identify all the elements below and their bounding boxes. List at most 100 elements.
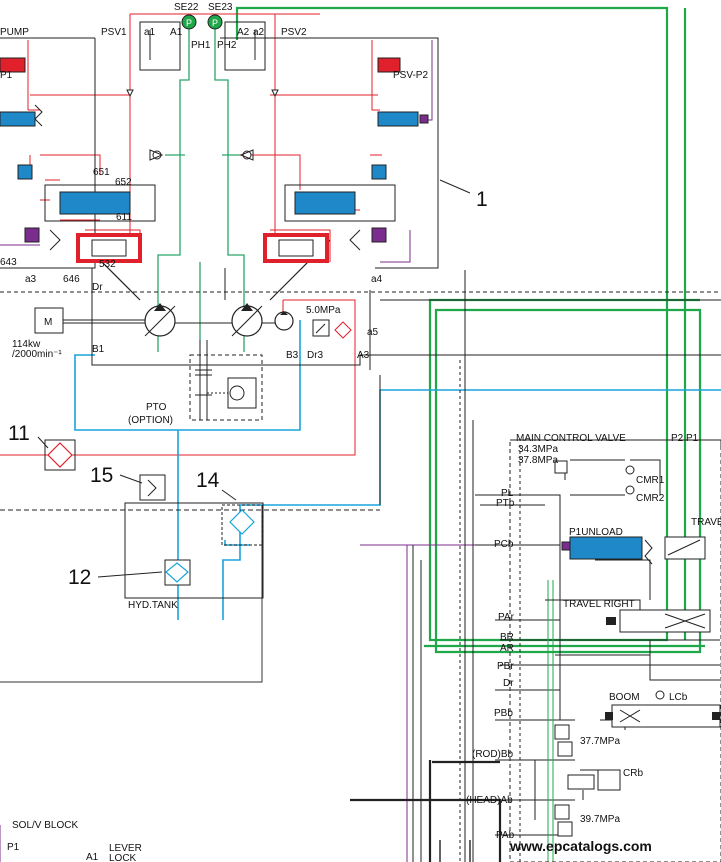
svg-text:PBr: PBr xyxy=(497,661,514,672)
svg-text:AR: AR xyxy=(500,643,514,654)
svg-text:a1: a1 xyxy=(144,27,156,38)
signal-lines-purple xyxy=(0,40,540,862)
sol-block-labels: SOL/V BLOCK P1 A1 LEVER LOCK xyxy=(7,820,142,862)
svg-text:PCb: PCb xyxy=(494,539,514,550)
svg-text:BR: BR xyxy=(500,632,514,643)
svg-text:Dr3: Dr3 xyxy=(307,350,324,361)
svg-text:SOL/V BLOCK: SOL/V BLOCK xyxy=(12,820,78,831)
svg-text:LEVER: LEVER xyxy=(109,843,142,854)
svg-text:a4: a4 xyxy=(371,274,383,285)
svg-text:SE22: SE22 xyxy=(174,2,199,13)
svg-text:PUMP: PUMP xyxy=(0,27,29,38)
svg-text:11: 11 xyxy=(8,422,30,445)
left-regulator xyxy=(0,57,156,263)
svg-text:PTO: PTO xyxy=(146,402,167,413)
svg-text:TRAVEL RIGHT: TRAVEL RIGHT xyxy=(563,599,635,610)
right-regulator xyxy=(263,57,429,263)
svg-text:TRAVEL PRIOR: TRAVEL PRIOR xyxy=(691,517,721,528)
mcv-check-valves xyxy=(554,460,665,837)
svg-text:611: 611 xyxy=(116,212,132,223)
p1-unload-spool xyxy=(561,536,653,565)
svg-text:37.7MPa: 37.7MPa xyxy=(580,736,620,747)
reference-arrows xyxy=(37,179,471,578)
check-valves xyxy=(126,89,279,161)
svg-text:PH1: PH1 xyxy=(191,40,211,51)
svg-text:SE23: SE23 xyxy=(208,2,233,13)
svg-text:37.8MPa: 37.8MPa xyxy=(518,455,558,466)
svg-text:PAr: PAr xyxy=(498,612,515,623)
mcv-labels: MAIN CONTROL VALVE 34.3MPa 37.8MPa P2 P1… xyxy=(466,433,721,841)
svg-text:39.7MPa: 39.7MPa xyxy=(580,814,620,825)
travel-priority-valve xyxy=(664,536,706,560)
svg-text:Dr: Dr xyxy=(92,282,103,293)
svg-text:MAIN CONTROL VALVE: MAIN CONTROL VALVE xyxy=(516,433,626,444)
svg-text:PSV-P2: PSV-P2 xyxy=(393,70,428,81)
watermark: www.epcatalogs.com xyxy=(509,838,652,854)
svg-text:BOOM: BOOM xyxy=(609,692,640,703)
svg-text:12: 12 xyxy=(68,566,91,589)
svg-text:B1: B1 xyxy=(92,344,105,355)
svg-text:(OPTION): (OPTION) xyxy=(128,415,173,426)
return-filter-14 xyxy=(221,504,263,546)
svg-text:a3: a3 xyxy=(25,274,37,285)
svg-text:PSV1: PSV1 xyxy=(101,27,127,38)
svg-text:P: P xyxy=(212,18,218,28)
svg-text:P1UNLOAD: P1UNLOAD xyxy=(569,527,623,538)
svg-text:A1: A1 xyxy=(86,852,99,862)
svg-text:34.3MPa: 34.3MPa xyxy=(518,444,558,455)
svg-text:646: 646 xyxy=(63,274,80,285)
drain-lines-green xyxy=(157,22,245,352)
cooler-11 xyxy=(44,439,76,471)
svg-text:PBb: PBb xyxy=(494,708,513,719)
svg-text:PTb: PTb xyxy=(496,498,515,509)
pressure-sensor-se22: P xyxy=(181,14,197,30)
boom-spool xyxy=(605,704,721,728)
svg-text:M: M xyxy=(44,317,52,328)
travel-right-spool xyxy=(606,609,711,633)
svg-text:a2: a2 xyxy=(253,27,265,38)
svg-text:CMR1: CMR1 xyxy=(636,475,665,486)
svg-text:1: 1 xyxy=(476,188,488,211)
main-pump-1 xyxy=(144,303,176,337)
svg-text:A3: A3 xyxy=(357,350,370,361)
pilot-relief-5mpa xyxy=(312,319,352,339)
main-pump-2 xyxy=(231,303,263,337)
svg-text:LOCK: LOCK xyxy=(109,853,137,862)
svg-text:PAb: PAb xyxy=(496,830,515,841)
hydraulic-tank xyxy=(124,474,264,599)
svg-text:CMR2: CMR2 xyxy=(636,493,665,504)
svg-text:643: 643 xyxy=(0,257,17,268)
svg-text:P1: P1 xyxy=(0,70,13,81)
mcv-outline xyxy=(509,439,721,862)
svg-text:114kw: 114kw xyxy=(12,339,41,350)
svg-text:14: 14 xyxy=(196,469,220,492)
svg-text:5.0MPa: 5.0MPa xyxy=(306,305,341,316)
svg-text:651: 651 xyxy=(93,167,110,178)
left-section-labels: PUMP PSV1 a1 A1 SE22 SE23 PH1 PH2 A2 a2 … xyxy=(0,2,488,611)
svg-text:Dr: Dr xyxy=(503,678,514,689)
svg-text:PSV2: PSV2 xyxy=(281,27,307,38)
svg-text:652: 652 xyxy=(115,177,132,188)
svg-text:/2000min⁻¹: /2000min⁻¹ xyxy=(12,349,62,360)
pilot-pump xyxy=(274,311,294,331)
pto-gear xyxy=(189,340,263,421)
svg-text:PH2: PH2 xyxy=(217,40,237,51)
svg-text:P2 P1: P2 P1 xyxy=(671,433,699,444)
svg-text:CRb: CRb xyxy=(623,768,643,779)
svg-text:A2: A2 xyxy=(237,27,250,38)
svg-text:B3: B3 xyxy=(286,350,299,361)
svg-text:HYD.TANK: HYD.TANK xyxy=(128,600,178,611)
svg-text:15: 15 xyxy=(90,464,113,487)
svg-text:P: P xyxy=(186,18,192,28)
svg-text:LCb: LCb xyxy=(669,692,688,703)
svg-text:532: 532 xyxy=(99,259,116,270)
svg-text:PL: PL xyxy=(501,488,514,499)
svg-text:(ROD)Bb: (ROD)Bb xyxy=(472,749,514,760)
pressure-sensor-se23: P xyxy=(207,14,223,30)
svg-text:A1: A1 xyxy=(170,27,183,38)
svg-text:a5: a5 xyxy=(367,327,379,338)
svg-text:P1: P1 xyxy=(7,842,20,853)
suction-strainer-12 xyxy=(164,559,191,586)
svg-text:(HEAD)Ab: (HEAD)Ab xyxy=(466,795,513,806)
